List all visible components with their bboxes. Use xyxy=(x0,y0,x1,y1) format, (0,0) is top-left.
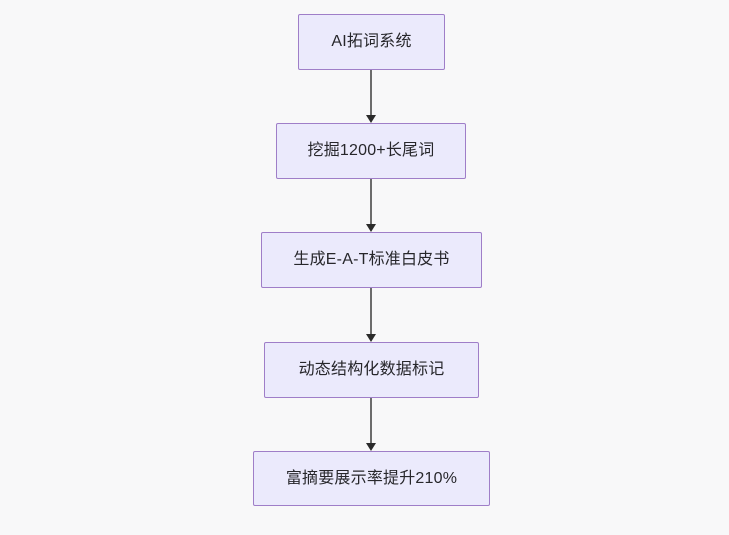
arrowhead-icon xyxy=(366,224,376,232)
flow-node-eat-whitepaper[interactable]: 生成E-A-T标准白皮书 xyxy=(261,232,482,288)
flow-node-structured-data-markup[interactable]: 动态结构化数据标记 xyxy=(264,342,479,398)
edge-line xyxy=(370,398,372,444)
arrowhead-icon xyxy=(366,443,376,451)
arrowhead-icon xyxy=(366,115,376,123)
flow-edge-1-to-2 xyxy=(364,70,378,123)
flow-node-longtail-mining[interactable]: 挖掘1200+长尾词 xyxy=(276,123,466,179)
flow-edge-4-to-5 xyxy=(364,398,378,451)
flow-edge-3-to-4 xyxy=(364,288,378,342)
edge-line xyxy=(370,288,372,335)
edge-line xyxy=(370,70,372,116)
arrowhead-icon xyxy=(366,334,376,342)
flow-edge-2-to-3 xyxy=(364,179,378,232)
flow-node-ai-keyword-system[interactable]: AI拓词系统 xyxy=(298,14,445,70)
edge-line xyxy=(370,179,372,225)
flow-node-rich-snippet-result[interactable]: 富摘要展示率提升210% xyxy=(253,451,490,506)
